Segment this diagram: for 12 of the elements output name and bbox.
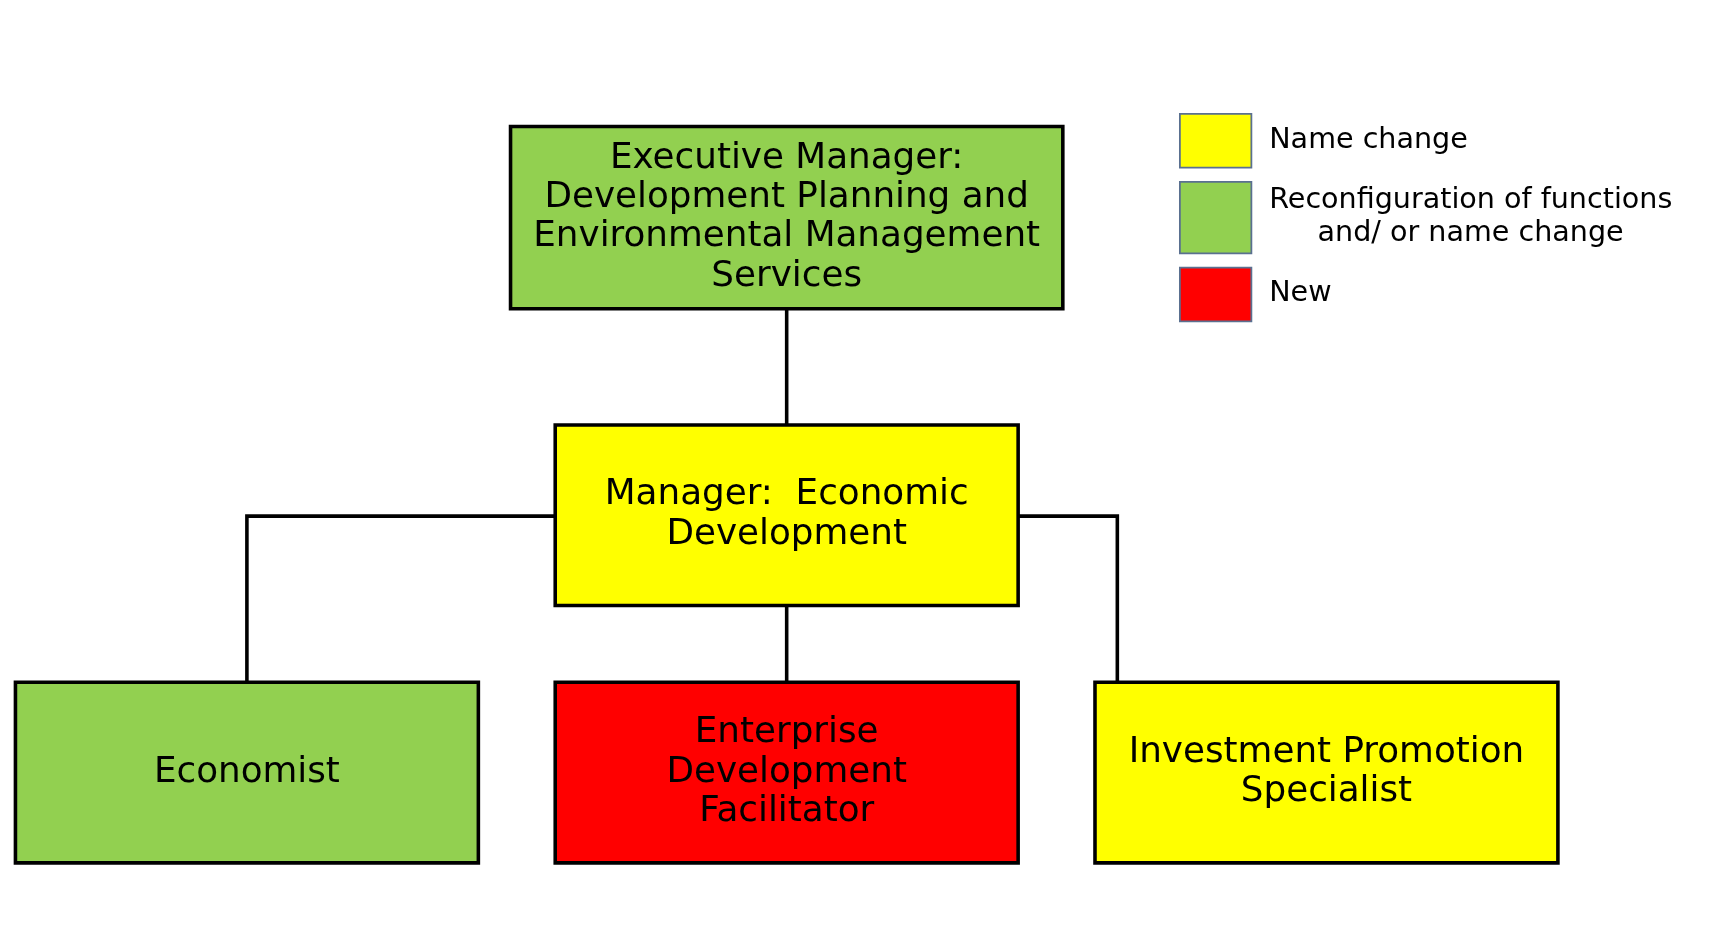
node-box: Enterprise Development Facilitator	[553, 680, 1020, 865]
connector	[784, 309, 789, 425]
connector	[784, 605, 789, 682]
node-box: Economist	[13, 680, 481, 865]
connector	[1018, 514, 1120, 683]
node-box: Manager: Economic Development	[553, 423, 1020, 608]
legend-label: New	[1269, 274, 1332, 309]
connector	[245, 514, 555, 683]
legend-label: Reconfiguration of functions and/ or name change	[1269, 181, 1673, 248]
node-box: Investment Promotion Specialist	[1093, 680, 1560, 865]
node-box: Executive Manager: Development Planning and Environmental Management Services	[508, 124, 1065, 311]
legend-label: Name change	[1269, 120, 1468, 155]
